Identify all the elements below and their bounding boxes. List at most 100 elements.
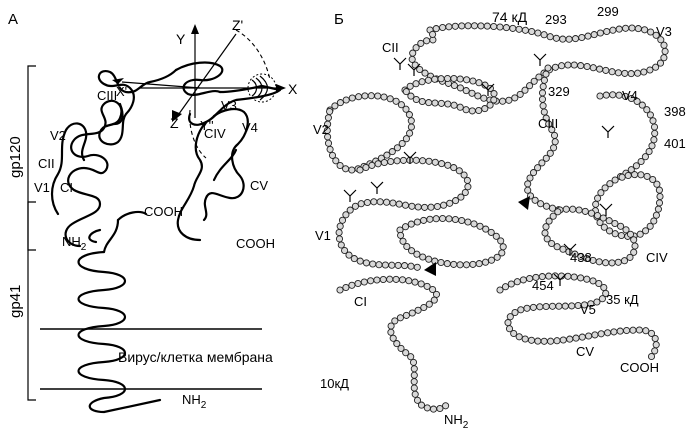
residue-bead [456, 84, 464, 92]
residue-bead [647, 352, 656, 361]
residue-bead [324, 139, 333, 147]
residue-bead [627, 94, 635, 103]
residue-bead [392, 275, 400, 283]
residue-bead [431, 158, 439, 166]
residue-bead [562, 205, 570, 213]
residue-bead [421, 203, 429, 211]
residue-bead [402, 311, 410, 319]
residue-bead [368, 161, 376, 169]
residue-bead [626, 253, 634, 261]
residue-bead [626, 230, 635, 238]
residue-bead [534, 164, 542, 172]
residue-bead [561, 302, 569, 310]
residue-bead [469, 77, 477, 85]
residue-bead [545, 120, 553, 128]
residue-bead [649, 117, 657, 125]
residue-bead [516, 90, 524, 98]
residue-bead [450, 260, 458, 268]
residue-bead [438, 160, 446, 168]
axis-x-prime-label: X' [116, 84, 127, 99]
residue-bead [418, 78, 426, 86]
residue-bead [534, 29, 542, 37]
residue-bead [542, 114, 550, 122]
residue-bead [552, 34, 560, 42]
residue-bead [383, 151, 391, 159]
residue-bead [450, 81, 458, 90]
residue-bead [460, 171, 468, 179]
residue-bead [649, 175, 657, 184]
residue-bead [547, 337, 555, 345]
residue-bead [521, 86, 529, 94]
residue-bead [469, 260, 477, 268]
residue-bead [380, 93, 388, 101]
residue-bead [410, 384, 418, 392]
residue-bead [646, 66, 654, 74]
residue-bead [417, 280, 425, 288]
residue-bead [570, 61, 578, 69]
residue-bead [600, 223, 608, 231]
residue-bead [402, 349, 410, 357]
residue-bead [538, 95, 547, 103]
residue-bead [616, 327, 624, 335]
residue-bead [647, 28, 655, 36]
residue-bead [578, 33, 586, 42]
residue-bead [542, 154, 550, 162]
residue-bead [387, 322, 395, 330]
residue-bead [416, 65, 424, 74]
residue-bead [590, 31, 598, 39]
residue-bead [630, 236, 638, 244]
residue-bead [611, 176, 619, 184]
b-kd10-label: 10кД [320, 376, 349, 391]
residue-bead [442, 402, 450, 410]
gp120-ciii-link [112, 102, 124, 126]
residue-bead [524, 186, 532, 194]
residue-bead [374, 160, 382, 168]
residue-bead [373, 276, 381, 284]
residue-bead [640, 68, 648, 76]
residue-bead [558, 62, 566, 70]
residue-bead [443, 74, 452, 83]
residue-bead [566, 335, 574, 343]
residue-bead [589, 256, 597, 264]
residue-bead [324, 114, 332, 122]
residue-bead [515, 333, 523, 341]
residue-bead [407, 262, 415, 270]
residue-bead [426, 215, 434, 223]
residue-bead [602, 289, 610, 297]
panel-a: А gp120 gp41 Вирус/клетка мембрана [7, 11, 298, 414]
residue-bead [614, 258, 622, 266]
residue-bead [511, 94, 519, 102]
residue-bead [405, 111, 413, 119]
residue-bead [548, 126, 556, 134]
residue-bead [620, 257, 629, 265]
residue-bead [648, 142, 656, 150]
residue-bead [502, 24, 510, 32]
residue-bead [336, 161, 344, 170]
residue-bead [468, 89, 476, 97]
residue-bead [646, 222, 654, 230]
residue-bead [653, 180, 661, 188]
residue-bead [597, 330, 605, 338]
residue-bead [596, 29, 604, 37]
residue-bead [412, 80, 420, 88]
a-c5-label: CV [250, 178, 268, 193]
residue-bead [551, 63, 559, 71]
residue-bead [578, 333, 586, 341]
residue-bead [412, 95, 420, 104]
residue-bead [604, 329, 612, 337]
residue-bead [363, 198, 371, 207]
b-r438-label: 438 [570, 250, 592, 265]
residue-bead [605, 227, 614, 235]
residue-bead [348, 166, 356, 174]
residue-bead [540, 76, 548, 84]
residue-bead [608, 259, 616, 267]
residue-bead [490, 90, 498, 98]
residue-bead [331, 102, 339, 110]
residue-bead [397, 344, 405, 352]
residue-bead [544, 64, 552, 72]
residue-bead [641, 26, 649, 34]
residue-bead [650, 217, 658, 225]
residue-bead [571, 35, 580, 43]
residue-bead [622, 24, 630, 32]
residue-bead [529, 169, 538, 177]
